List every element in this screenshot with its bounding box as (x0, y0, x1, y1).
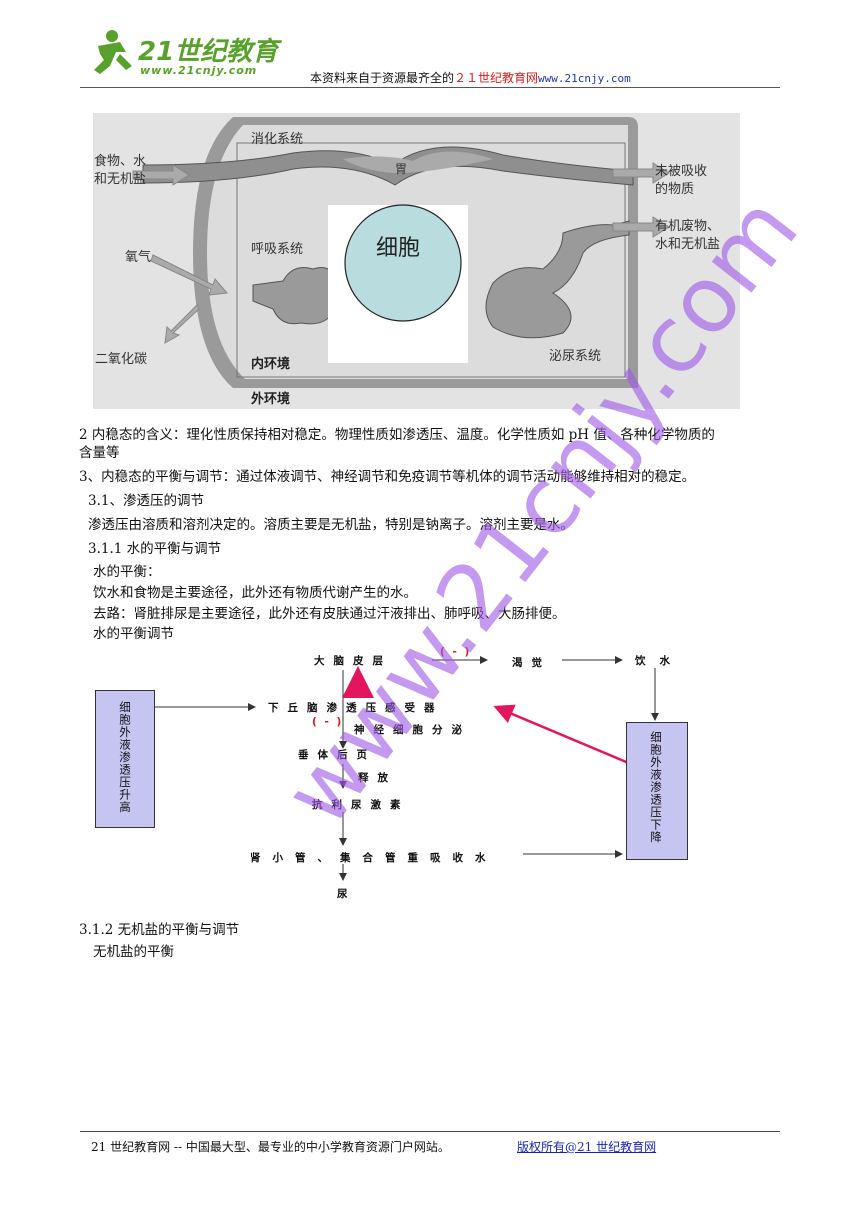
footer-divider (80, 1131, 780, 1132)
node-secrete: 神经细胞分泌 (354, 724, 471, 736)
header-source-prefix: 本资料来自于资源最齐全的 (310, 71, 455, 85)
label-cell: 细胞 (376, 236, 420, 261)
heading-3-1-2: 3.1.2 无机盐的平衡与调节 (79, 922, 240, 938)
box-osmotic-increase: 细胞外液渗透压升高 (95, 690, 155, 828)
water-regulation-diagram: 大脑皮层 ( - ) 渴觉 饮水 下丘脑渗透压感受器 ( - ) 神经细胞分泌 … (90, 640, 790, 905)
para-definition-2: 含量等 (79, 445, 120, 461)
box-osmotic-decrease: 细胞外液渗透压下降 (626, 722, 688, 860)
para-water-regulation: 水的平衡调节 (93, 626, 174, 642)
para-output: 去路：肾脏排尿是主要途径，此外还有皮肤通过汗液排出、肺呼吸、大肠排便。 (93, 606, 566, 622)
header-source-site[interactable]: ２１世纪教育网 (454, 71, 539, 85)
label-food-1: 食物、水 (94, 153, 146, 169)
node-release: 释放 (358, 772, 397, 784)
label-food-2: 和无机盐 (94, 172, 146, 187)
node-drink: 饮水 (635, 655, 684, 667)
label-oxygen: 氧气 (125, 249, 151, 265)
label-waste-1: 有机废物、 (655, 218, 720, 234)
heading-3-1-1: 3.1.1 水的平衡与调节 (88, 541, 222, 557)
label-waste-2: 水和无机盐 (655, 237, 720, 252)
label-urinary: 泌尿系统 (549, 349, 601, 364)
node-urine: 尿 (337, 888, 357, 900)
label-digestive: 消化系统 (251, 132, 303, 147)
svg-text:21世纪教育: 21世纪教育 (138, 37, 282, 67)
node-pituitary: 垂体后页 (298, 749, 376, 761)
node-cortex: 大脑皮层 (314, 655, 392, 667)
para-intake: 饮水和食物是主要途径，此外还有物质代谢产生的水。 (93, 585, 417, 601)
para-water-balance: 水的平衡： (93, 564, 161, 580)
homeostasis-figure: 消化系统 胃 食物、水 和无机盐 未被吸收 的物质 有机废物、 水和无机盐 氧气… (93, 113, 740, 409)
label-co2: 二氧化碳 (95, 352, 147, 367)
label-internal-env: 内环境 (251, 356, 290, 372)
label-external-env: 外环境 (250, 391, 290, 407)
label-unabsorbed-1: 未被吸收 (655, 164, 707, 179)
logo-url: www.21cnjy.com (140, 64, 258, 77)
header-divider (80, 87, 780, 88)
box-osmotic-decrease-label: 细胞外液渗透压下降 (649, 731, 663, 844)
site-logo: 21世纪教育 www.21cnjy.com (80, 22, 290, 84)
label-stomach: 胃 (395, 162, 407, 176)
neg-label-1: ( - ) (440, 646, 472, 658)
node-kidney: 肾小管、集合管重吸收水 (250, 852, 498, 864)
footer-slogan: 21 世纪教育网 -- 中国最大型、最专业的中小学教育资源门户网站。 (91, 1140, 450, 1154)
heading-3-1: 3.1、渗透压的调节 (88, 493, 204, 509)
para-definition-1: 2 内稳态的含义：理化性质保持相对稳定。物理性质如渗透压、温度。化学性质如 pH… (79, 427, 715, 443)
node-thirst: 渴觉 (512, 657, 551, 669)
para-regulation: 3、内稳态的平衡与调节：通过体液调节、神经调节和免疫调节等机体的调节活动能够维持… (79, 469, 696, 485)
para-osmotic: 渗透压由溶质和溶剂决定的。溶质主要是无机盐，特别是钠离子。溶剂主要是水。 (88, 517, 574, 533)
footer-copyright-link[interactable]: 版权所有@21 世纪教育网 (517, 1140, 657, 1154)
para-salt-balance: 无机盐的平衡 (93, 944, 174, 960)
box-osmotic-increase-label: 细胞外液渗透压升高 (118, 701, 132, 814)
label-unabsorbed-2: 的物质 (655, 181, 694, 197)
header-source-url[interactable]: www.21cnjy.com (538, 72, 631, 85)
node-hypothalamus: 下丘脑渗透压感受器 (268, 702, 444, 714)
neg-label-2: ( - ) (312, 716, 344, 728)
label-respiratory: 呼吸系统 (251, 242, 303, 257)
node-adh: 抗利尿激素 (312, 799, 410, 811)
header-source: 本资料来自于资源最齐全的２１世纪教育网www.21cnjy.com (310, 69, 631, 86)
